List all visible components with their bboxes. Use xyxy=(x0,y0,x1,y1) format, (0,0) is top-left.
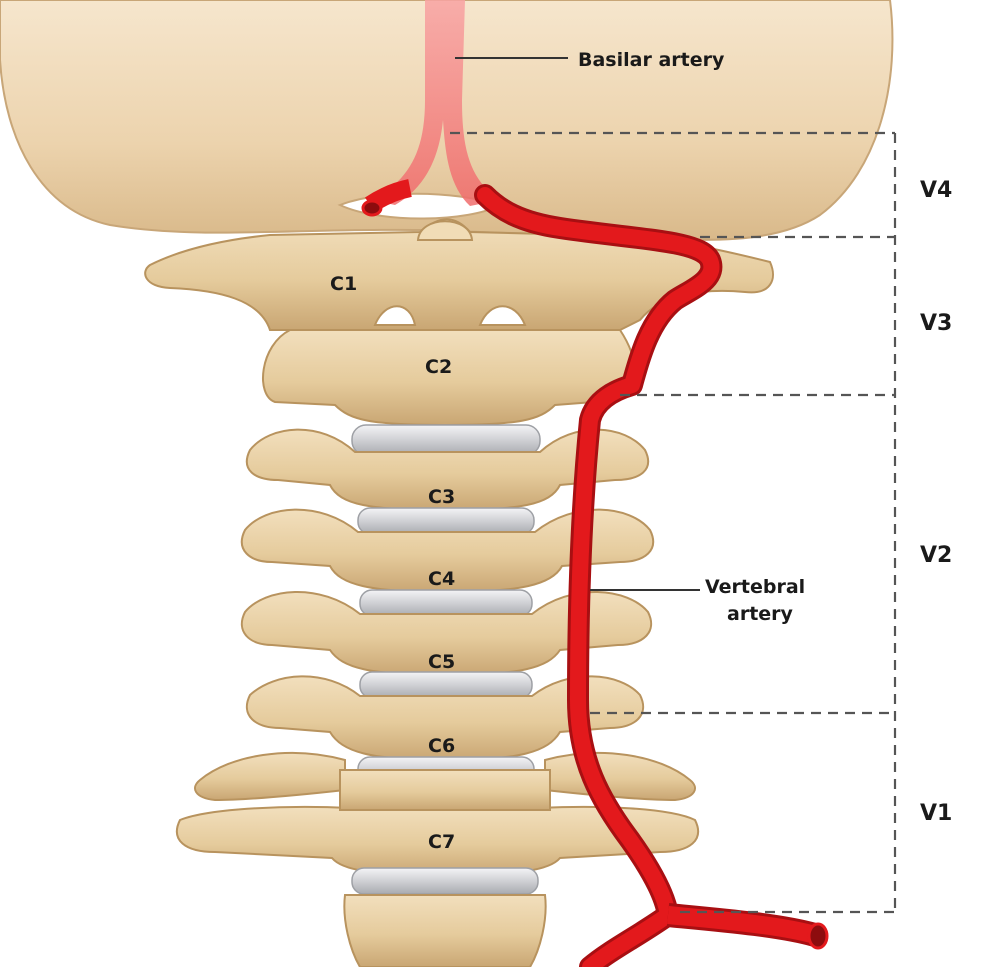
vertebra-t1-partial xyxy=(343,894,547,967)
disc xyxy=(351,867,539,895)
vertebra-c4 xyxy=(240,508,655,594)
disc xyxy=(359,671,533,699)
label-v2: V2 xyxy=(920,543,952,568)
vertebra-c1 xyxy=(144,218,774,331)
label-vertebral-line1: Vertebral xyxy=(705,576,805,598)
label-v4: V4 xyxy=(920,178,952,203)
disc xyxy=(357,507,535,535)
label-c5: C5 xyxy=(428,651,455,673)
label-c2: C2 xyxy=(425,356,452,378)
left-vertebral-stump xyxy=(361,179,412,217)
label-c7: C7 xyxy=(428,831,455,853)
label-c6: C6 xyxy=(428,735,455,757)
basilar-artery xyxy=(372,0,500,206)
disc xyxy=(351,424,541,456)
cervical-column xyxy=(144,218,774,967)
vertebra-c7 xyxy=(175,769,700,877)
label-basilar-artery: Basilar artery xyxy=(578,49,725,71)
vertebral-artery xyxy=(474,184,829,967)
callout-labels: Basilar artery Vertebral artery xyxy=(578,49,805,625)
label-v1: V1 xyxy=(920,801,952,826)
vertebra-c6 xyxy=(194,675,696,802)
label-c4: C4 xyxy=(428,568,455,590)
segment-labels: V4 V3 V2 V1 xyxy=(920,178,952,826)
segment-guides xyxy=(450,131,897,914)
vertebra-c3 xyxy=(245,428,650,512)
label-c1: C1 xyxy=(330,273,357,295)
label-c3: C3 xyxy=(428,486,455,508)
callout-lines xyxy=(455,57,700,591)
disc xyxy=(359,589,533,617)
vertebra-labels: C1 C2 C3 C4 C5 C6 C7 xyxy=(330,273,455,853)
label-v3: V3 xyxy=(920,311,952,336)
label-vertebral-line2: artery xyxy=(727,603,794,625)
